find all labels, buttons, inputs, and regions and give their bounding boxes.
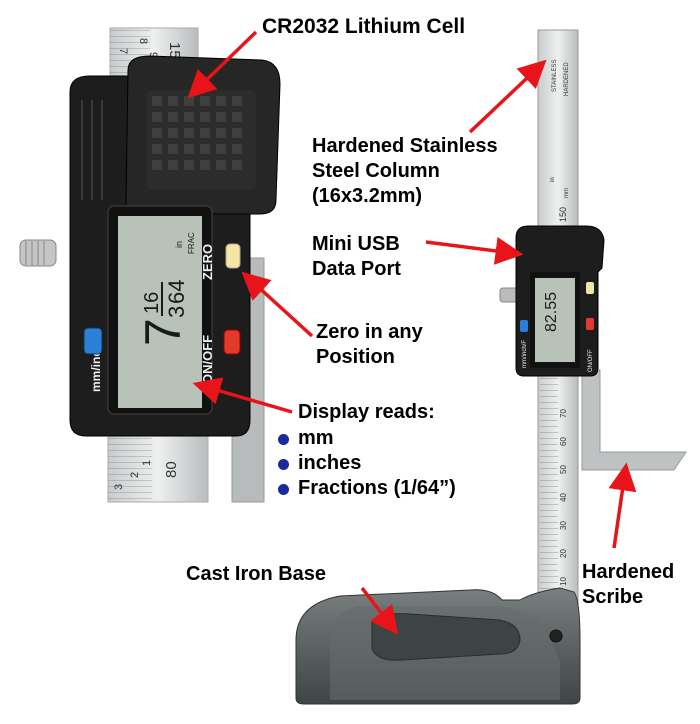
unit-frac-label: FRAC: [187, 232, 196, 254]
label-base: Cast Iron Base: [186, 563, 327, 585]
svg-text:ON/OFF: ON/OFF: [588, 349, 594, 372]
zero-label: ZERO: [200, 244, 215, 280]
lcd-display: [118, 216, 202, 408]
label-scribe-line2: Scribe: [582, 586, 644, 608]
column-scale-number: 40: [559, 493, 568, 502]
zoomed-caliper-head: 7 8 9 150 3 2 1 80: [19, 27, 281, 503]
bullet-dot: [278, 459, 289, 470]
arrow-scribe: [608, 462, 637, 549]
label-display-heading: Display reads:: [298, 401, 435, 423]
lcd-readout: 7 16 3 64: [135, 280, 191, 346]
small-lcd-readout: 82.55: [543, 292, 560, 332]
column-scale-number: 60: [559, 437, 568, 446]
arrow-zero: [241, 271, 314, 338]
column-scale-number: 20: [559, 549, 568, 558]
svg-text:3: 3: [164, 306, 189, 318]
display-modes-list: mm inches Fractions (1/64”): [276, 426, 456, 501]
column-etched-text: STAINLESS: [552, 59, 558, 92]
annotation-arrows: [187, 30, 637, 635]
label-usb-line1: Mini USB: [312, 233, 400, 255]
svg-text:150: 150: [558, 207, 568, 222]
scale-top-number: 9: [147, 52, 159, 58]
svg-text:64: 64: [164, 280, 189, 304]
mode-button[interactable]: [83, 327, 103, 355]
power-button[interactable]: [223, 329, 241, 355]
unit-in-label: in: [174, 241, 184, 248]
scale-bottom-number: 1: [141, 460, 153, 466]
arrow-display: [192, 377, 293, 414]
svg-text:mm/inch/F: mm/inch/F: [522, 340, 528, 368]
list-item: Fractions (1/64”): [276, 476, 456, 501]
label-battery: CR2032 Lithium Cell: [262, 15, 466, 38]
zero-button[interactable]: [225, 243, 241, 269]
bullet-dot: [278, 434, 289, 445]
svg-text:mm: mm: [564, 188, 570, 198]
column-scale-number: 30: [559, 521, 568, 530]
list-item: inches: [276, 451, 456, 476]
label-column-line2: Steel Column: [312, 160, 440, 182]
arrow-column: [468, 59, 547, 134]
svg-text:16: 16: [141, 292, 163, 314]
arrow-usb: [425, 237, 524, 265]
full-height-gauge: STAINLESS HARDENED in mm 150 70 60 50 40…: [295, 29, 687, 705]
label-zero-line1: Zero in any: [316, 321, 423, 343]
label-column-line1: Hardened Stainless: [312, 135, 498, 157]
list-item: mm: [276, 426, 456, 451]
scale-bottom-number: 3: [113, 484, 125, 490]
label-usb-line2: Data Port: [312, 258, 401, 280]
column-scale-number: 70: [559, 409, 568, 418]
label-zero-line2: Position: [316, 346, 395, 368]
scale-top-number: 7: [117, 48, 129, 54]
power-label: ON/OFF: [200, 335, 215, 384]
svg-text:in: in: [550, 177, 556, 182]
column-etched-text: HARDENED: [564, 62, 570, 96]
scale-bottom-number: 2: [129, 472, 141, 478]
label-column-line3: (16x3.2mm): [312, 185, 423, 207]
scale-top-number: 8: [137, 38, 149, 44]
column-scale-number: 50: [559, 465, 568, 474]
column-scale-number: 10: [559, 577, 568, 586]
arrow-base: [360, 586, 399, 635]
svg-text:7: 7: [135, 318, 191, 346]
arrow-battery: [187, 30, 258, 99]
label-scribe-line1: Hardened: [582, 561, 675, 583]
scale-bottom-number: 80: [163, 461, 180, 478]
bullet-dot: [278, 484, 289, 495]
